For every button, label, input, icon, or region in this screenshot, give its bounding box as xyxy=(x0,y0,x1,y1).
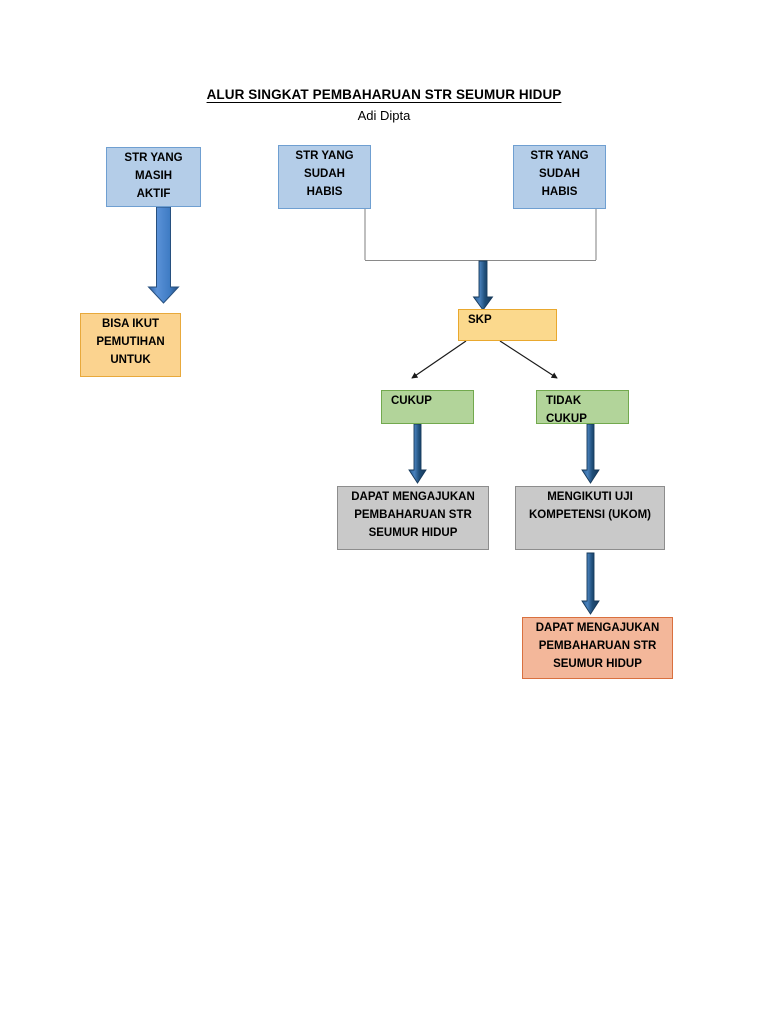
node-str-habis-1-label: STR YANG SUDAH HABIS xyxy=(295,150,354,198)
node-mengikuti-ukom[interactable]: MENGIKUTI UJI KOMPETENSI (UKOM) xyxy=(515,486,665,550)
edge-cukup-to-ajukan xyxy=(408,423,427,484)
node-mengikuti-ukom-label: MENGIKUTI UJI KOMPETENSI (UKOM) xyxy=(528,491,652,521)
node-skp-label: SKP xyxy=(468,314,492,326)
node-bisa-ikut-pemutihan[interactable]: BISA IKUT PEMUTIHAN UNTUK xyxy=(80,313,181,377)
edge-join-to-skp xyxy=(472,260,494,311)
edge-skp-to-cukup xyxy=(411,340,467,379)
page-title: ALUR SINGKAT PEMBAHARUAN STR SEUMUR HIDU… xyxy=(0,87,768,102)
node-str-habis-1[interactable]: STR YANG SUDAH HABIS xyxy=(278,145,371,209)
edge-ukom-to-ajukan-salmon xyxy=(581,552,600,615)
node-str-habis-2-label: STR YANG SUDAH HABIS xyxy=(530,150,589,198)
node-str-aktif-label: STR YANG MASIH AKTIF xyxy=(124,152,183,200)
node-tidak-cukup-label: TIDAK CUKUP xyxy=(546,395,587,424)
node-str-aktif[interactable]: STR YANG MASIH AKTIF xyxy=(106,147,201,207)
edge-skp-to-tidak-cukup xyxy=(499,340,558,379)
node-str-habis-2[interactable]: STR YANG SUDAH HABIS xyxy=(513,145,606,209)
edge-tidak-cukup-to-ukom xyxy=(581,423,600,484)
page-title-text: ALUR SINGKAT PEMBAHARUAN STR SEUMUR HIDU… xyxy=(206,87,562,102)
node-dapat-mengajukan-grey-label: DAPAT MENGAJUKAN PEMBAHARUAN STR SEUMUR … xyxy=(351,491,475,539)
author-label: Adi Dipta xyxy=(357,108,411,123)
node-dapat-mengajukan-salmon[interactable]: DAPAT MENGAJUKAN PEMBAHARUAN STR SEUMUR … xyxy=(522,617,673,679)
edge-aktif-to-pemutihan xyxy=(147,206,180,304)
node-skp[interactable]: SKP xyxy=(458,309,557,341)
node-bisa-ikut-pemutihan-label: BISA IKUT PEMUTIHAN UNTUK xyxy=(96,318,165,366)
node-dapat-mengajukan-grey[interactable]: DAPAT MENGAJUKAN PEMBAHARUAN STR SEUMUR … xyxy=(337,486,489,550)
node-tidak-cukup[interactable]: TIDAK CUKUP xyxy=(536,390,629,424)
node-cukup-label: CUKUP xyxy=(391,395,432,407)
node-cukup[interactable]: CUKUP xyxy=(381,390,474,424)
node-dapat-mengajukan-salmon-label: DAPAT MENGAJUKAN PEMBAHARUAN STR SEUMUR … xyxy=(535,622,660,670)
